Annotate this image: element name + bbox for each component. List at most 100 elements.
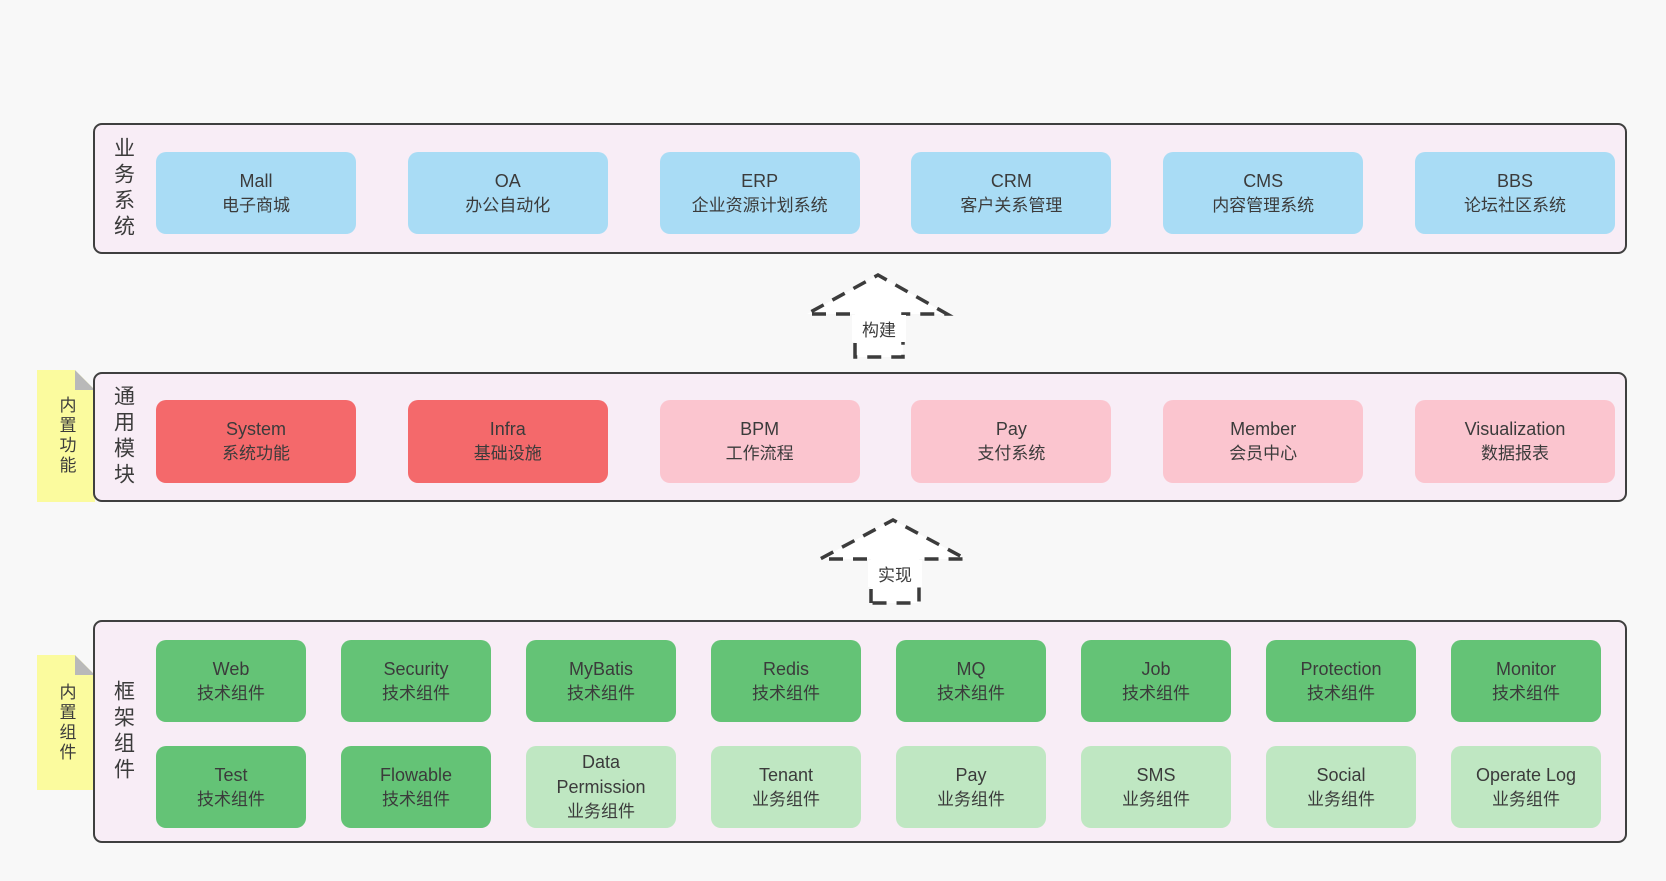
box-title: Pay (955, 764, 987, 785)
framework-row-2: Test 技术组件 Flowable 技术组件 Data Permission … (156, 746, 1601, 828)
box-title: System (225, 419, 286, 440)
box-pay-component: Pay 业务组件 (896, 746, 1046, 828)
box-bbs: BBS 论坛社区系统 (1414, 152, 1615, 234)
box-subtitle: 企业资源计划系统 (691, 195, 828, 215)
box-subtitle: 技术组件 (197, 683, 265, 703)
box-monitor: Monitor 技术组件 (1451, 640, 1601, 722)
box-security: Security 技术组件 (341, 640, 491, 722)
box-title: MQ (956, 658, 986, 679)
layer-business-systems: 业务系统 Mall 电子商城 OA 办公自动化 ERP 企业资源计划系统 CRM… (93, 123, 1627, 254)
box-subtitle: 技术组件 (937, 683, 1005, 703)
sticky-text: 内置组件 (56, 682, 76, 763)
box-title: Pay (995, 419, 1027, 440)
box-title: Flowable (379, 764, 453, 785)
box-title: Tenant (758, 764, 814, 785)
box-erp: ERP 企业资源计划系统 (659, 152, 860, 234)
box-subtitle: 数据报表 (1480, 444, 1549, 464)
box-subtitle: 业务组件 (937, 789, 1005, 809)
business-systems-row: Mall 电子商城 OA 办公自动化 ERP 企业资源计划系统 CRM 客户关系… (156, 152, 1615, 234)
box-subtitle: 技术组件 (382, 789, 450, 809)
box-tenant: Tenant 业务组件 (711, 746, 861, 828)
layer-label-business-systems: 业务系统 (111, 136, 135, 241)
layer-framework-components: 框架组件 Web 技术组件 Security 技术组件 MyBatis 技术组件… (93, 620, 1627, 843)
box-subtitle: 业务组件 (567, 802, 635, 822)
box-system: System 系统功能 (156, 400, 356, 483)
box-title: Visualization (1464, 419, 1566, 440)
box-mall: Mall 电子商城 (156, 152, 356, 234)
sticky-note-built-in-features: 内置功能 (37, 370, 95, 502)
box-mq: MQ 技术组件 (896, 640, 1046, 722)
layer-common-modules: 通用模块 System 系统功能 Infra 基础设施 BPM 工作流程 Pay… (93, 372, 1627, 502)
box-sms: SMS 业务组件 (1081, 746, 1231, 828)
box-title: Protection (1300, 658, 1382, 679)
box-subtitle: 工作流程 (725, 444, 794, 464)
box-subtitle: 客户关系管理 (960, 195, 1063, 215)
box-subtitle: 技术组件 (1492, 683, 1560, 703)
box-title: SMS (1136, 764, 1176, 785)
box-title: Security (383, 658, 449, 679)
box-mybatis: MyBatis 技术组件 (526, 640, 676, 722)
box-title: Operate Log (1475, 764, 1577, 785)
box-crm: CRM 客户关系管理 (911, 152, 1112, 234)
box-member: Member 会员中心 (1163, 400, 1364, 483)
box-title: Member (1230, 419, 1297, 440)
box-subtitle: 内容管理系统 (1212, 195, 1315, 215)
box-infra: Infra 基础设施 (407, 400, 608, 483)
box-title: Data Permission (556, 752, 646, 798)
arrow-label-implement: 实现 (868, 560, 922, 587)
box-cms: CMS 内容管理系统 (1163, 152, 1364, 234)
box-subtitle: 基础设施 (473, 444, 542, 464)
box-title: Mall (239, 170, 273, 191)
box-title: Test (214, 764, 248, 785)
box-subtitle: 论坛社区系统 (1463, 195, 1566, 215)
box-title: BBS (1496, 170, 1533, 191)
box-oa: OA 办公自动化 (407, 152, 608, 234)
fold-corner (75, 655, 95, 675)
box-title: OA (494, 170, 521, 191)
box-operate-log: Operate Log 业务组件 (1451, 746, 1601, 828)
common-modules-row: System 系统功能 Infra 基础设施 BPM 工作流程 Pay 支付系统… (156, 400, 1615, 483)
box-title: Redis (762, 658, 810, 679)
box-subtitle: 电子商城 (222, 195, 290, 215)
box-subtitle: 系统功能 (222, 444, 290, 464)
box-protection: Protection 技术组件 (1266, 640, 1416, 722)
box-subtitle: 技术组件 (382, 683, 450, 703)
box-title: CMS (1243, 170, 1284, 191)
box-subtitle: 技术组件 (1122, 683, 1190, 703)
box-title: Job (1141, 658, 1171, 679)
layer-label-common-modules: 通用模块 (111, 385, 135, 489)
box-test: Test 技术组件 (156, 746, 306, 828)
box-social: Social 业务组件 (1266, 746, 1416, 828)
sticky-note-built-in-components: 内置组件 (37, 655, 95, 790)
box-subtitle: 业务组件 (1307, 789, 1375, 809)
box-title: Infra (489, 419, 526, 440)
box-subtitle: 办公自动化 (465, 195, 551, 215)
box-title: ERP (741, 170, 779, 191)
sticky-text: 内置功能 (56, 396, 76, 476)
box-title: Web (212, 658, 250, 679)
box-title: Monitor (1495, 658, 1557, 679)
box-subtitle: 技术组件 (197, 789, 265, 809)
box-flowable: Flowable 技术组件 (341, 746, 491, 828)
box-visualization: Visualization 数据报表 (1414, 400, 1615, 483)
box-subtitle: 技术组件 (752, 683, 820, 703)
arrow-label-build: 构建 (852, 315, 906, 342)
layer-label-framework-components: 框架组件 (111, 679, 135, 784)
box-bpm: BPM 工作流程 (659, 400, 860, 483)
box-data-permission: Data Permission 业务组件 (526, 746, 676, 828)
framework-row-1: Web 技术组件 Security 技术组件 MyBatis 技术组件 Redi… (156, 640, 1601, 722)
box-subtitle: 技术组件 (1307, 683, 1375, 703)
box-subtitle: 业务组件 (752, 789, 820, 809)
box-pay-module: Pay 支付系统 (911, 400, 1112, 483)
box-job: Job 技术组件 (1081, 640, 1231, 722)
box-subtitle: 会员中心 (1229, 444, 1298, 464)
box-title: Social (1316, 764, 1366, 785)
box-title: BPM (740, 419, 780, 440)
box-subtitle: 业务组件 (1492, 789, 1560, 809)
fold-corner (75, 370, 95, 390)
box-title: CRM (990, 170, 1032, 191)
box-subtitle: 技术组件 (567, 683, 635, 703)
box-title: MyBatis (568, 658, 633, 679)
box-subtitle: 支付系统 (977, 444, 1046, 464)
